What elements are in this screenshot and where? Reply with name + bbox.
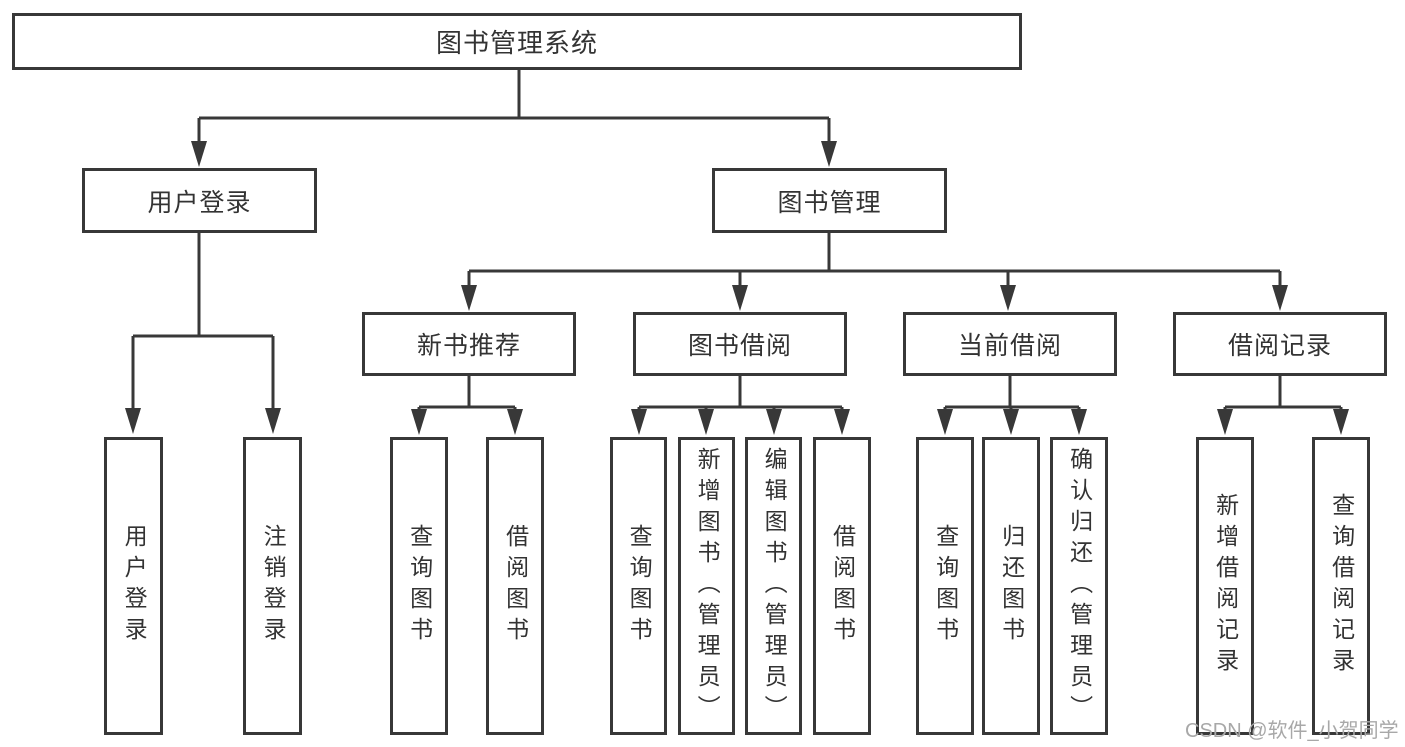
leaf-borrow-book-1: 借阅图书: [486, 437, 544, 735]
node-label: 编辑图书（管理员）: [761, 446, 788, 726]
node-label: 用户登录: [121, 524, 148, 648]
node-label: 查询借阅记录: [1328, 493, 1355, 679]
leaf-query-book-2: 查询图书: [610, 437, 667, 735]
leaf-query-book-1: 查询图书: [390, 437, 448, 735]
node-label: 新增图书（管理员）: [694, 446, 721, 726]
node-label: 当前借阅: [957, 332, 1062, 360]
node-label: 借阅记录: [1227, 332, 1332, 360]
node-label: 用户登录: [147, 188, 252, 217]
leaf-user-login: 用户登录: [104, 437, 163, 735]
node-borrow-record: 借阅记录: [1173, 312, 1387, 376]
node-label: 新增借阅记录: [1212, 493, 1239, 679]
node-book-management: 图书管理: [712, 168, 947, 233]
node-label: 图书管理系统: [435, 28, 598, 58]
node-label: 图书管理: [777, 188, 882, 217]
leaf-borrow-book-2: 借阅图书: [813, 437, 871, 735]
leaf-add-borrow-record: 新增借阅记录: [1196, 437, 1254, 735]
leaf-edit-book-admin: 编辑图书（管理员）: [745, 437, 802, 735]
arrowheads: [125, 141, 1349, 435]
node-label: 查询图书: [626, 524, 653, 648]
leaf-add-book-admin: 新增图书（管理员）: [678, 437, 735, 735]
leaf-confirm-return-admin: 确认归还（管理员）: [1050, 437, 1108, 735]
csdn-watermark: CSDN @软件_小贺同学: [1185, 720, 1399, 742]
node-label: 确认归还（管理员）: [1066, 446, 1093, 726]
node-library-management-system: 图书管理系统: [12, 13, 1022, 70]
node-label: 注销登录: [260, 524, 287, 648]
node-label: 查询图书: [932, 524, 959, 648]
node-label: 归还图书: [998, 524, 1025, 648]
node-label: 图书借阅: [687, 332, 792, 360]
node-label: 新书推荐: [416, 332, 521, 360]
node-new-book-recommend: 新书推荐: [362, 312, 576, 376]
leaf-query-book-3: 查询图书: [916, 437, 974, 735]
node-label: 查询图书: [406, 524, 433, 648]
node-current-borrow: 当前借阅: [903, 312, 1117, 376]
node-book-borrow: 图书借阅: [633, 312, 847, 376]
leaf-query-borrow-record: 查询借阅记录: [1312, 437, 1370, 735]
node-label: 借阅图书: [502, 524, 529, 648]
node-label: 借阅图书: [829, 524, 856, 648]
leaf-logout: 注销登录: [243, 437, 302, 735]
leaf-return-book: 归还图书: [982, 437, 1040, 735]
node-user-login: 用户登录: [82, 168, 317, 233]
